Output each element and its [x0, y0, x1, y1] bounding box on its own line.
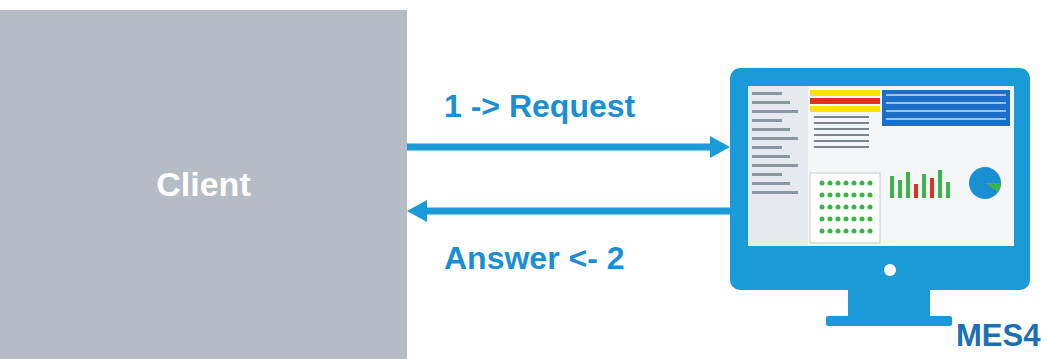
- monitor-label: MES4: [956, 318, 1040, 354]
- monitor-base: [826, 316, 952, 326]
- flow-arrow: [407, 136, 730, 158]
- client-box: Client: [0, 10, 407, 359]
- edge-label: 1 -> Request: [440, 88, 639, 125]
- edge-label: Answer <- 2: [440, 240, 629, 277]
- monitor-box: MES4: [730, 68, 1030, 290]
- flow-arrow: [407, 200, 730, 222]
- monitor-neck: [848, 290, 930, 320]
- screen-content: [730, 68, 1030, 290]
- node-title: Client: [156, 165, 250, 204]
